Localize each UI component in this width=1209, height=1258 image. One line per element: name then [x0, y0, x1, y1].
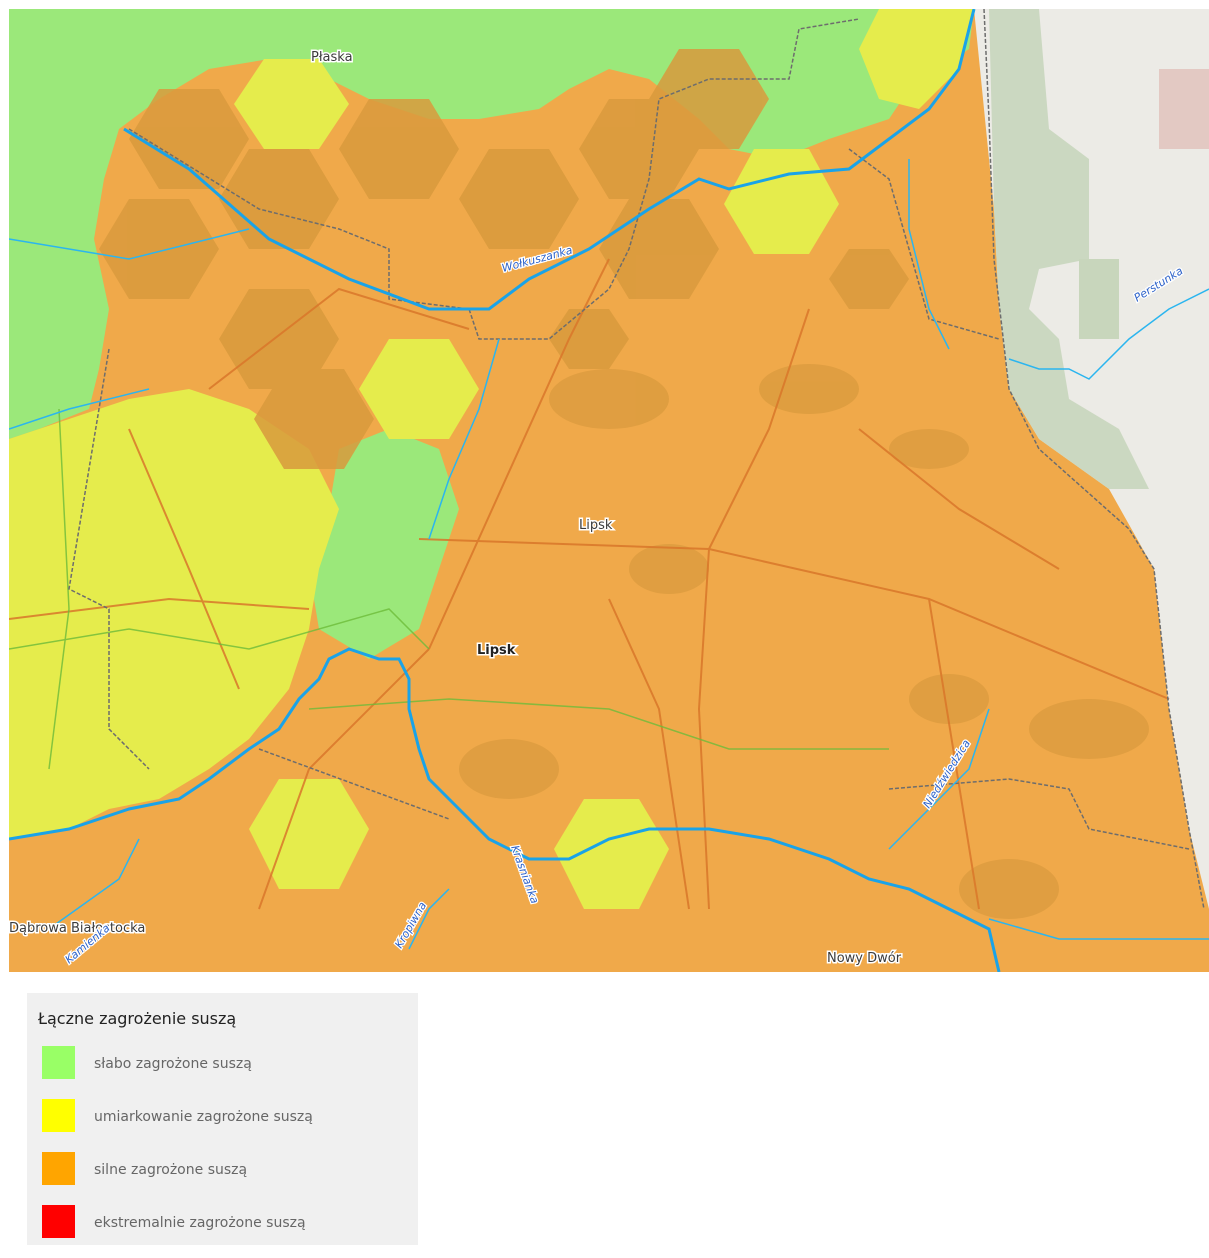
legend-swatch-low [42, 1046, 75, 1079]
legend-label-strong: silne zagrożone suszą [94, 1162, 248, 1178]
moderate-hex [554, 799, 669, 909]
moderate-hex [859, 9, 974, 109]
legend-swatch-moderate [42, 1099, 75, 1132]
moderate-hex [724, 149, 839, 254]
outside-urban-patch [1159, 69, 1209, 149]
streams [9, 159, 1209, 950]
low-drought-area-center [309, 429, 459, 659]
legend-item-extreme: ekstremalnie zagrożone suszą [38, 1205, 418, 1258]
place-label-plaska: Płaska [311, 50, 353, 65]
moderate-hex [249, 779, 369, 889]
moderate-hex [234, 59, 349, 149]
place-label-dabrowa: Dąbrowa Białostocka [9, 921, 145, 936]
dark-hex-group [99, 49, 909, 469]
drought-map[interactable]: Płaska Lipsk Lipsk Dąbrowa Białostocka N… [9, 9, 1209, 972]
legend-title: Łączne zagrożenie suszą [38, 1009, 237, 1028]
dark-patches [459, 364, 1149, 919]
place-label-lipsk-town: Lipsk [477, 643, 516, 658]
map-legend: Łączne zagrożenie suszą słabo zagrożone … [27, 993, 418, 1245]
moderate-drought-area [9, 389, 339, 839]
place-label-nowy-dwor: Nowy Dwór [827, 951, 902, 966]
legend-swatch-extreme [42, 1205, 75, 1238]
outside-forest-patch [1079, 259, 1119, 339]
legend-label-low: słabo zagrożone suszą [94, 1056, 252, 1072]
outside-forest [989, 9, 1149, 489]
main-rivers [9, 9, 1001, 972]
map-canvas[interactable]: Płaska Lipsk Lipsk Dąbrowa Białostocka N… [9, 9, 1209, 972]
legend-swatch-strong [42, 1152, 75, 1185]
legend-item-strong: silne zagrożone suszą [38, 1152, 418, 1205]
place-label-lipsk-area: Lipsk [579, 518, 613, 533]
legend-item-moderate: umiarkowanie zagrożone suszą [38, 1099, 418, 1152]
legend-item-low: słabo zagrożone suszą [38, 1046, 418, 1099]
legend-label-moderate: umiarkowanie zagrożone suszą [94, 1109, 313, 1125]
admin-boundaries [68, 9, 1205, 910]
roads [9, 258, 1170, 910]
legend-label-extreme: ekstremalnie zagrożone suszą [94, 1215, 306, 1231]
secondary-roads [9, 408, 889, 770]
moderate-hex [359, 339, 479, 439]
